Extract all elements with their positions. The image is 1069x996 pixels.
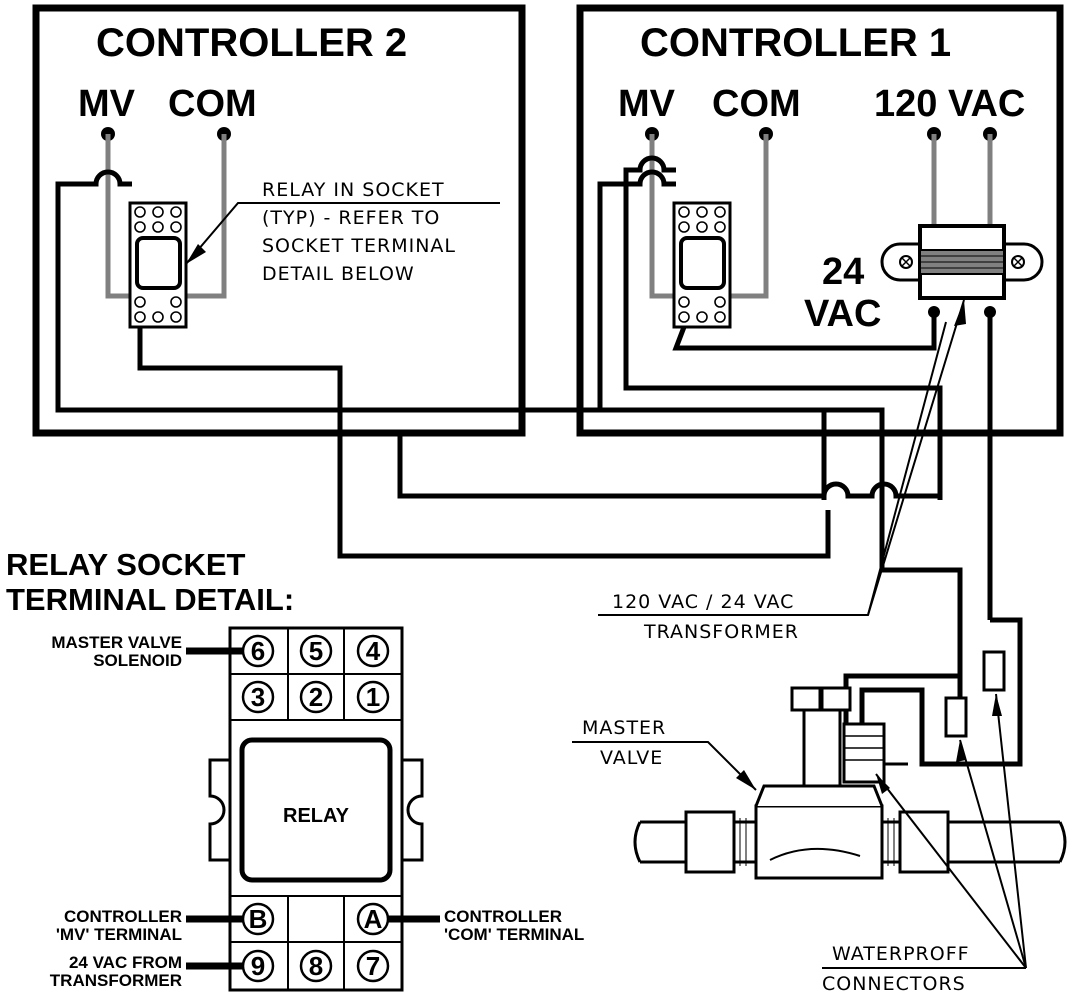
socket-detail-terminals-top-2-label: 4 [366, 636, 381, 666]
callouts-connectors-line2-label: CONNECTORS [822, 973, 966, 995]
controller-1-com-label: COM [712, 83, 801, 125]
controller-1-mv-wire [649, 134, 676, 299]
controller-1-24vac-wire [672, 312, 937, 351]
socket-detail-label-mv-2-label: 'MV' TERMINAL [56, 925, 182, 944]
socket-terminal-numbers: 6 5 4 3 2 1 B A 9 8 7 [249, 636, 383, 981]
socket-detail-terminal-a-label: A [364, 904, 383, 934]
socket-detail-label-com-1-label: CONTROLLER [444, 907, 562, 926]
socket-detail-terminals-bottom-1-label: 8 [309, 951, 323, 981]
callouts-relay-line3-label: SOCKET TERMINAL [262, 235, 456, 257]
controller-1-com-wire [728, 134, 769, 299]
connectors-callout: WATERPROFF CONNECTORS [822, 693, 1027, 995]
socket-detail-label-master-valve-1-label: MASTER VALVE [51, 633, 182, 652]
controller-2-title: CONTROLLER 2 [96, 21, 407, 65]
controller-1-mv-label: MV [618, 83, 676, 125]
controller-1-solenoid-wire-inner [623, 155, 943, 500]
callouts-connectors-line1-label: WATERPROFF [832, 943, 970, 965]
master-valve-callout: MASTER VALVE [572, 717, 757, 791]
controller-1-vac-label: VAC [804, 293, 881, 335]
socket-detail-terminals-top-5-label: 1 [366, 682, 380, 712]
callouts-transformer-line2-label: TRANSFORMER [643, 621, 799, 643]
controller-2-com-wire [186, 134, 227, 299]
controller-2-24vac-wire [137, 327, 831, 559]
socket-detail-title-2: TERMINAL DETAIL: [6, 582, 294, 617]
transformer-callout: 120 VAC / 24 VAC TRANSFORMER [598, 299, 966, 643]
socket-detail-terminals-top-0-label: 6 [251, 636, 265, 666]
socket-detail-label-com-2-label: 'COM' TERMINAL [444, 925, 584, 944]
socket-detail-title-1: RELAY SOCKET [6, 547, 246, 582]
callouts-relay-line1-label: RELAY IN SOCKET [262, 179, 445, 201]
socket-relay-label: RELAY [283, 805, 350, 827]
controller-1-supply-label: 120 VAC [874, 83, 1025, 125]
controller-1-relay [672, 201, 732, 329]
socket-detail-label-mv-1-label: CONTROLLER [64, 907, 182, 926]
controller-1-solenoid-wire-outer [597, 169, 885, 500]
socket-detail-terminal-b-label: B [249, 904, 268, 934]
socket-detail-terminals-bottom-0-label: 9 [251, 951, 265, 981]
controller-2-relay [128, 201, 188, 329]
controller-1: CONTROLLER 1 MV COM 120 VAC 24 VAC [576, 4, 1064, 620]
controller-2-com-label: COM [168, 83, 257, 125]
waterproof-connectors [944, 650, 1006, 738]
callouts-master-valve-line2-label: VALVE [600, 747, 663, 769]
callouts-relay-line2-label: (TYP) - REFER TO [262, 207, 440, 229]
controller-2-solenoid-wire [55, 169, 827, 500]
socket-detail-label-24vac-1-label: 24 VAC FROM [69, 953, 182, 972]
socket-detail-label-master-valve-2-label: SOLENOID [93, 651, 182, 670]
socket-detail-terminals-bottom-2-label: 7 [366, 951, 380, 981]
controller-1-title: CONTROLLER 1 [640, 21, 951, 65]
controller-2-mv-label: MV [78, 83, 136, 125]
transformer [880, 224, 1044, 318]
callouts-transformer-line1-label: 120 VAC / 24 VAC [612, 591, 794, 613]
socket-detail-terminals-top-4-label: 2 [309, 682, 323, 712]
controller-1-enclosure [576, 4, 1064, 437]
controller-1-24-label: 24 [822, 251, 864, 293]
relay-socket-detail: RELAY SOCKET TERMINAL DETAIL: RELAY 6 5 … [6, 547, 584, 992]
controller-2: CONTROLLER 2 MV COM [32, 4, 831, 559]
relay-callout: RELAY IN SOCKET (TYP) - REFER TO SOCKET … [185, 179, 500, 285]
callouts-master-valve-line1-label: MASTER [582, 717, 666, 739]
controller-2-enclosure [32, 4, 526, 437]
master-valve [633, 686, 1067, 880]
controller-2-mv-wire [105, 134, 132, 299]
socket-detail-terminals-top-1-label: 5 [309, 636, 323, 666]
callouts-relay-line4-label: DETAIL BELOW [262, 263, 415, 285]
socket-detail-terminals-top-3-label: 3 [251, 682, 265, 712]
socket-detail-label-24vac-2-label: TRANSFORMER [50, 971, 182, 990]
